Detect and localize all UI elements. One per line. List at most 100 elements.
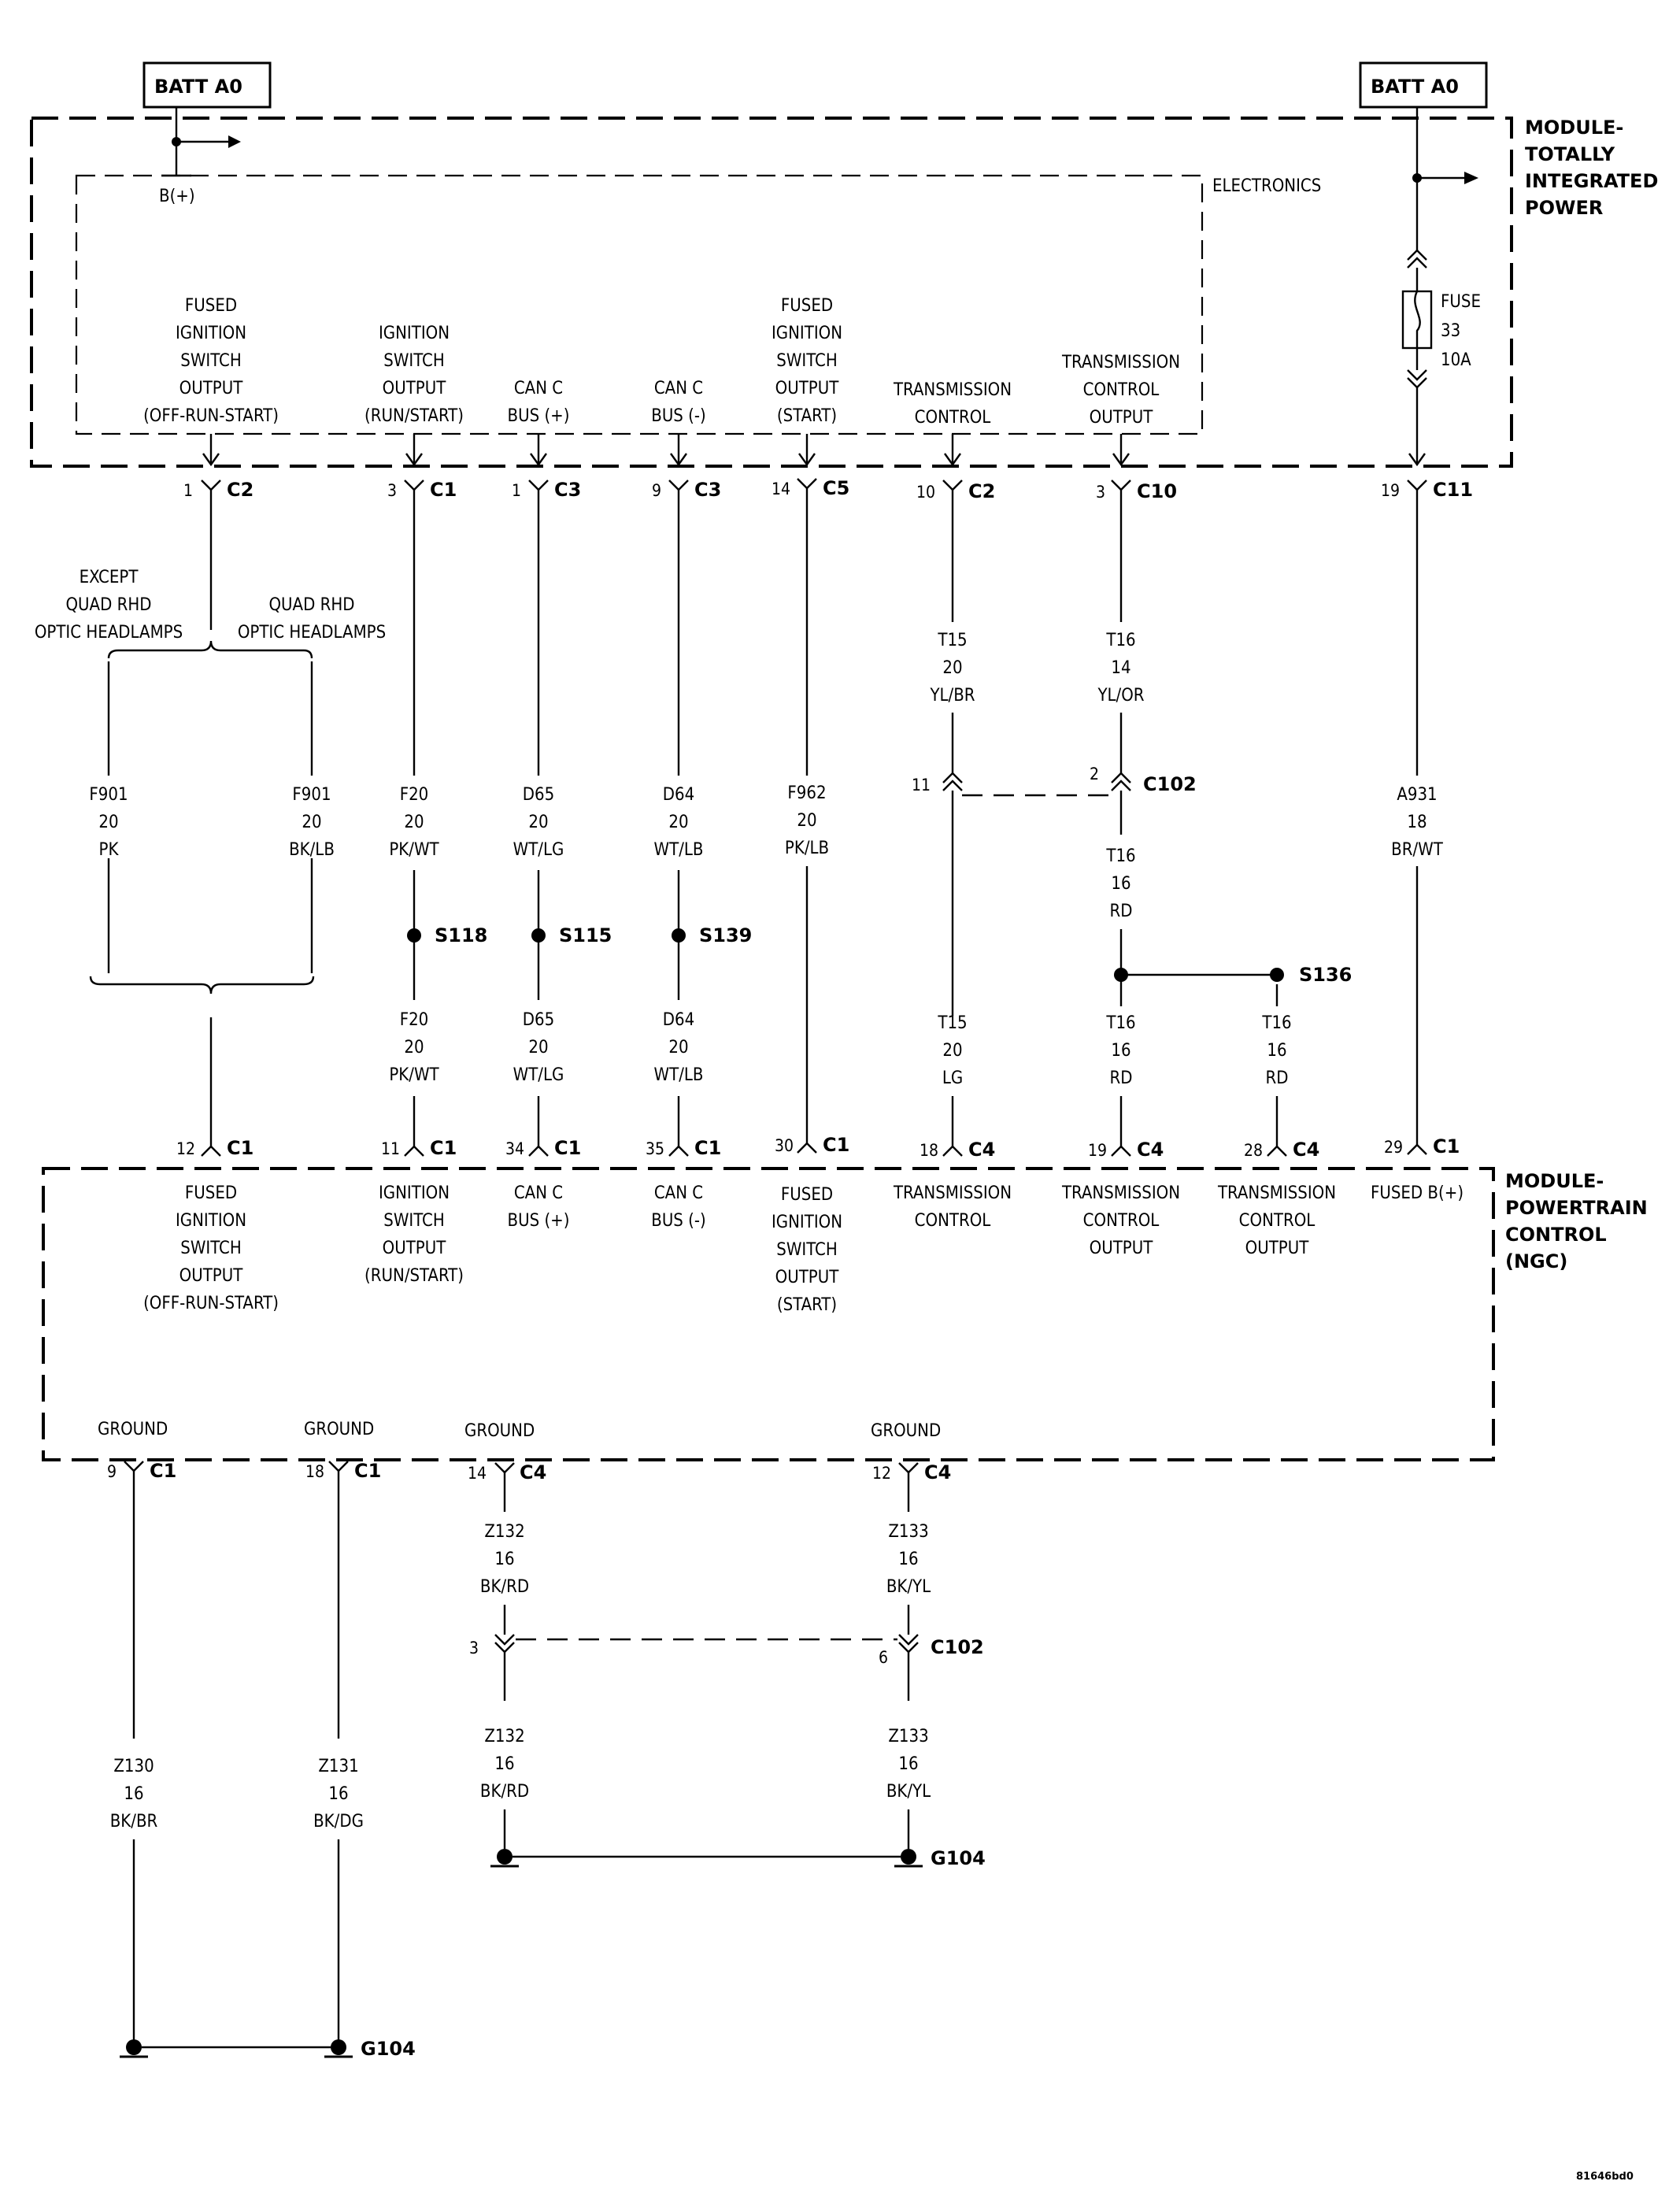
svg-text:IGNITION: IGNITION [379,324,450,343]
svg-text:TRANSMISSION: TRANSMISSION [893,1183,1012,1203]
splice-s139-label: S139 [699,924,752,946]
svg-text:BUS (-): BUS (-) [651,1211,706,1231]
svg-text:(OFF-RUN-START): (OFF-RUN-START) [143,406,279,426]
conn-pin: 14 [468,1464,487,1483]
svg-text:RD: RD [1110,1069,1133,1088]
svg-text:TRANSMISSION: TRANSMISSION [1061,353,1180,372]
svg-text:20: 20 [942,1041,962,1061]
ground-label: GROUND [304,1420,374,1439]
tipm-connectors [201,478,1427,491]
svg-text:F901: F901 [292,785,331,805]
svg-text:20: 20 [528,1038,548,1057]
conn-pin: 19 [1381,481,1400,500]
wire-z131-label: Z131 16 BK/DG [313,1757,364,1831]
svg-text:T16: T16 [1105,846,1135,866]
svg-text:Z131: Z131 [318,1757,358,1776]
wire-f20-bottom-label: F20 20 PK/WT [389,1010,439,1085]
wire-d64-top-label: D64 20 WT/LB [654,785,704,860]
svg-text:16: 16 [1111,1041,1130,1061]
wire-d65-bottom-label: D65 20 WT/LG [513,1010,564,1085]
svg-text:BUS (-): BUS (-) [651,406,706,426]
svg-text:16: 16 [898,1550,918,1569]
tipm-module-box [30,117,1513,468]
g104-top-label: G104 [931,1847,986,1869]
svg-text:OUTPUT: OUTPUT [179,1266,244,1286]
svg-text:SWITCH: SWITCH [383,1211,444,1231]
svg-text:D64: D64 [663,785,694,805]
svg-text:WT/LG: WT/LG [513,1065,564,1085]
svg-text:20: 20 [528,813,548,832]
pcm-pin-i-label: FUSED B(+) [1371,1183,1464,1203]
conn-name: C3 [694,479,721,501]
svg-text:RD: RD [1266,1069,1289,1088]
conn-name: C4 [924,1461,951,1483]
conn-pin: 3 [387,481,397,500]
conn-pin: 10 [916,483,935,502]
svg-text:18: 18 [1407,813,1427,832]
electronics-box [75,174,1204,435]
wire-t16-mid-label: T16 16 RD [1105,846,1135,921]
wire-a931-label: A931 18 BR/WT [1391,785,1444,860]
svg-text:D65: D65 [523,1010,554,1030]
svg-text:SWITCH: SWITCH [180,351,241,371]
svg-text:16: 16 [328,1784,348,1804]
svg-text:OUTPUT: OUTPUT [383,379,447,398]
pcm-title-l2: POWERTRAIN [1505,1197,1648,1219]
tipm-pin-4-label: CAN C BUS (-) [651,379,706,426]
conn-name: C1 [354,1460,381,1482]
svg-text:BR/WT: BR/WT [1391,840,1444,860]
svg-text:20: 20 [668,1038,688,1057]
svg-text:RD: RD [1110,902,1133,921]
conn-name: C2 [968,480,995,502]
conn-pin: 29 [1384,1138,1403,1157]
svg-text:IGNITION: IGNITION [176,1211,246,1231]
wire-z132-bottom-label: Z132 16 BK/RD [480,1727,529,1802]
wire-z133-bottom-label: Z133 16 BK/YL [886,1727,931,1802]
svg-text:OPTIC HEADLAMPS: OPTIC HEADLAMPS [238,623,386,643]
conn-name: C1 [1433,1135,1460,1157]
svg-text:Z133: Z133 [888,1727,928,1746]
svg-text:CONTROL: CONTROL [1083,380,1160,400]
svg-text:20: 20 [98,813,118,832]
svg-text:WT/LG: WT/LG [513,840,564,860]
tipm-title-l4: POWER [1525,197,1603,219]
electronics-label: ELECTRONICS [1212,176,1321,196]
tipm-title-l3: INTEGRATED [1525,170,1658,192]
svg-text:(RUN/START): (RUN/START) [364,1266,464,1286]
svg-text:FUSED: FUSED [781,296,833,316]
svg-text:BK/YL: BK/YL [886,1577,931,1597]
branch-right-label: QUAD RHD OPTIC HEADLAMPS [238,595,386,643]
conn-pin: 1 [512,481,521,500]
svg-text:OUTPUT: OUTPUT [383,1239,447,1258]
svg-text:PK/WT: PK/WT [389,1065,439,1085]
svg-text:Z132: Z132 [484,1522,524,1542]
svg-text:FUSED: FUSED [185,296,237,316]
conn-name: C11 [1433,479,1473,501]
conn-pin: 34 [505,1139,524,1158]
svg-text:PK/WT: PK/WT [389,840,439,860]
c102-top-pin-left: 11 [912,776,931,794]
svg-text:IGNITION: IGNITION [772,324,842,343]
svg-text:QUAD RHD: QUAD RHD [65,595,151,615]
conn-pin: 9 [107,1462,117,1481]
arrow-right-icon [1464,172,1478,184]
svg-text:D65: D65 [523,785,554,805]
svg-text:BK/YL: BK/YL [886,1782,931,1802]
conn-pin: 18 [305,1462,324,1481]
svg-text:BK/RD: BK/RD [480,1577,529,1597]
wire-z130-label: Z130 16 BK/BR [110,1757,158,1831]
conn-pin: 35 [646,1139,664,1158]
svg-text:IGNITION: IGNITION [176,324,246,343]
conn-name: C4 [1137,1139,1164,1161]
svg-text:CONTROL: CONTROL [1239,1211,1316,1231]
svg-text:PK/LB: PK/LB [785,839,829,858]
svg-text:16: 16 [494,1550,514,1569]
svg-text:SWITCH: SWITCH [383,351,444,371]
tipm-pin-2-label: IGNITION SWITCH OUTPUT (RUN/START) [364,324,464,426]
svg-text:QUAD RHD: QUAD RHD [268,595,354,615]
svg-text:TRANSMISSION: TRANSMISSION [893,380,1012,400]
svg-text:16: 16 [494,1754,514,1774]
pcm-title-l4: (NGC) [1505,1250,1567,1272]
pcm-title-l3: CONTROL [1505,1224,1607,1246]
svg-text:FUSED: FUSED [185,1183,237,1203]
